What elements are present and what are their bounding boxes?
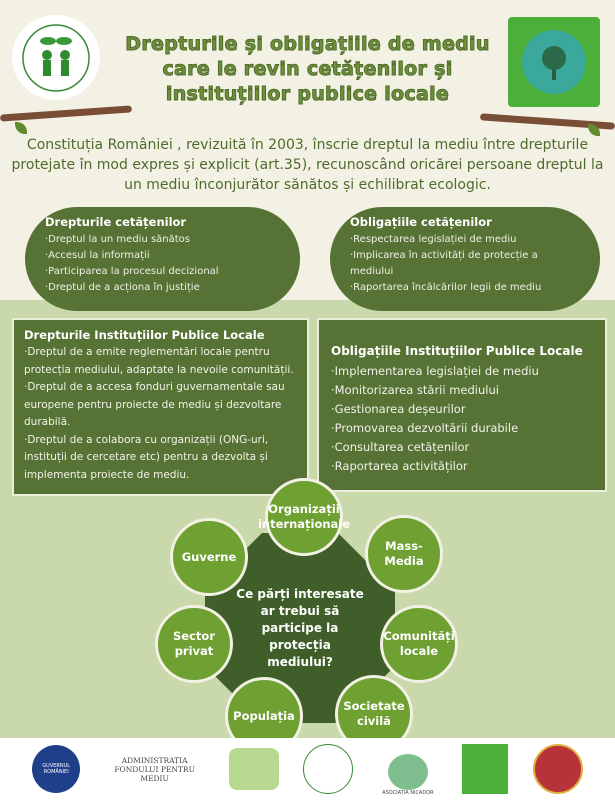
card-title: Drepturile Instituțiilor Publice Locale [24,328,265,342]
romania-map-logo [229,748,280,790]
list-item: ·Dreptul la un mediu sănătos [45,234,191,245]
list-item: ·Dreptul de a accesa fonduri guvernament… [24,381,285,428]
list-item: ·Accesul la informații [45,250,150,261]
citizen-rights-card: Drepturile cetățenilor ·Dreptul la un me… [25,207,300,311]
stakeholder-node: Mass-Media [365,515,443,593]
education-logo [12,15,100,100]
list-item: ·Respectarea legislației de mediu [350,234,517,245]
stakeholder-node: Sector privat [155,605,233,683]
list-item: ·Participarea la procesul decizional [45,266,219,277]
stakeholder-node: Organizații internaționale [258,478,350,556]
stakeholder-node: Guverne [170,518,248,596]
list-item: ·Monitorizarea stării mediului [331,383,499,397]
nicador-logo-text: ASOCIAȚIA NICADOR [382,790,434,796]
list-item: ·Raportarea încălcărilor legii de mediu [350,282,542,293]
list-item: ·Promovarea dezvoltării durabile [331,421,519,435]
government-logo-text: GUVERNUL ROMÂNIEI [42,763,71,775]
list-item: ·Gestionarea deșeurilor [331,402,466,416]
partner-logos-footer: GUVERNUL ROMÂNIEI ADMINISTRAȚIA FONDULUI… [0,738,615,800]
card-title: Drepturile cetățenilor [45,215,187,229]
education-logo-small [303,744,354,794]
list-item: ·Dreptul de a emite reglementări locale … [24,346,294,376]
card-title: Obligațiile Instituțiilor Publice Locale [331,344,583,358]
list-item: ·Raportarea activităților [331,459,468,473]
afm-logo-text: ADMINISTRAȚIA FONDULUI PENTRU MEDIU [114,755,195,783]
project-logo-small [462,744,509,794]
citizen-obligations-card: Obligațiile cetățenilor ·Respectarea leg… [330,207,600,311]
diagram-center-question: Ce părți interesate ar trebui să partici… [205,533,395,723]
list-item: ·Implementarea legislației de mediu [331,364,539,378]
stakeholder-node: Comunități locale [380,605,458,683]
leaf-icon [588,124,600,136]
government-logo: GUVERNUL ROMÂNIEI [32,745,81,793]
card-title: Obligațiile cetățenilor [350,215,492,229]
list-item: ·Dreptul de a acționa în justiție [45,282,200,293]
institution-obligations-card: Obligațiile Instituțiilor Publice Locale… [317,318,607,492]
project-logo [508,17,600,107]
school-logo [532,744,583,794]
institution-rights-card: Drepturile Instituțiilor Publice Locale … [12,318,309,496]
leaf-icon [15,122,27,134]
intro-text: Constituția României , revizuită în 2003… [11,137,604,193]
list-item: ·Implicarea în activități de protecție a… [350,250,538,277]
page-title: Drepturile și obligațiile de mediu care … [125,33,490,106]
list-item: ·Dreptul de a colabora cu organizații (O… [24,433,269,481]
nicador-logo: ASOCIAȚIA NICADOR [378,742,438,796]
branch-left [0,105,133,122]
nicador-emblem [387,754,428,790]
list-item: ·Consultarea cetățenilor [331,440,470,454]
